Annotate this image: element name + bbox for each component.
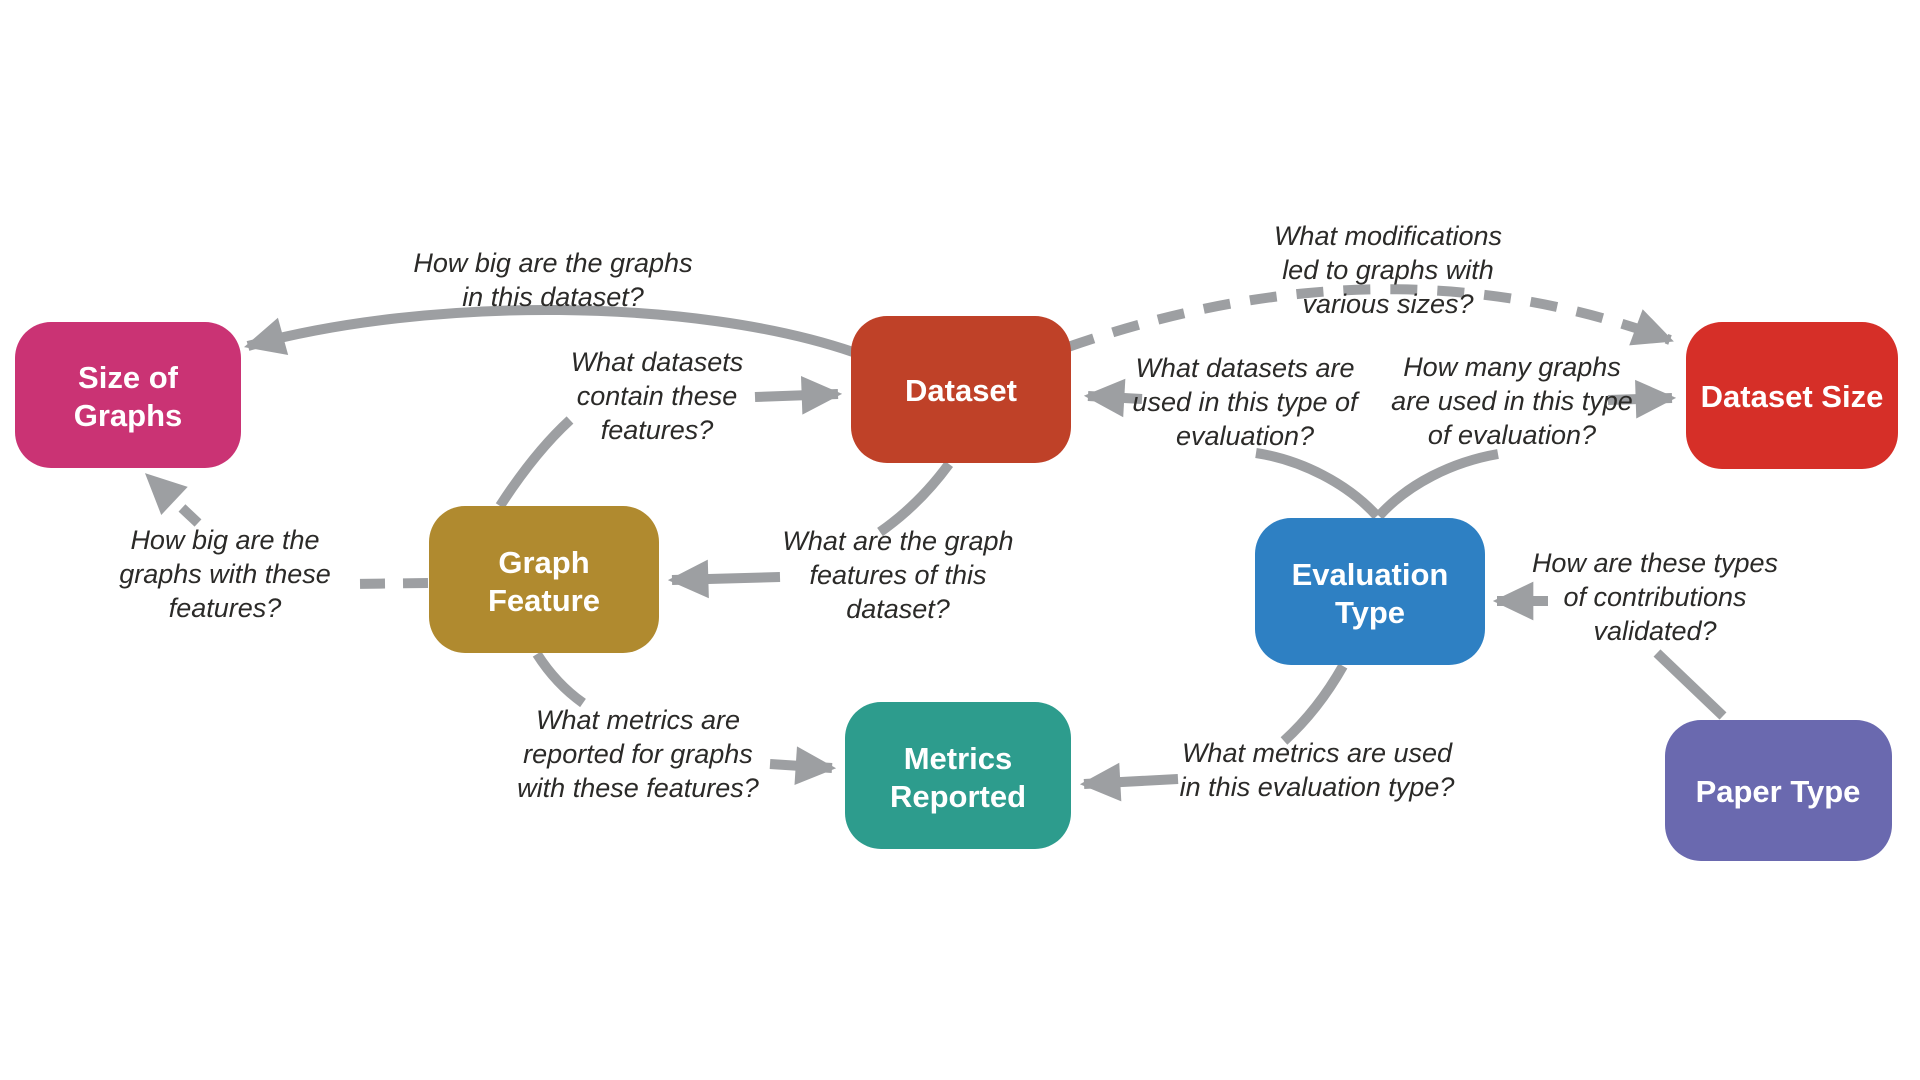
edge-label-dataset-to-graph-feature: What are the graph features of this data… bbox=[782, 526, 1013, 624]
node-label-line: Size of bbox=[78, 360, 179, 395]
node-dataset-box bbox=[851, 316, 1071, 463]
edge-label-line: reported for graphs bbox=[523, 739, 753, 769]
edge-label-line: used in this type of bbox=[1132, 387, 1360, 417]
edge-dataset-to-size-of-graphs bbox=[244, 304, 855, 357]
node-label-line: Dataset bbox=[905, 373, 1017, 408]
edge-label-line: features? bbox=[169, 593, 282, 623]
node-label-line: Feature bbox=[488, 583, 600, 618]
edge-label-line: of evaluation? bbox=[1428, 420, 1596, 450]
edge-graph-feature-to-metrics-reported-arrow bbox=[769, 746, 837, 785]
edge-evaluation-type-to-dataset-stub bbox=[1255, 448, 1381, 520]
edge-label-line: in this dataset? bbox=[462, 282, 644, 312]
edge-evaluation-type-to-metrics-reported-arrow bbox=[1079, 762, 1179, 802]
edge-label-line: How big are the graphs bbox=[413, 248, 692, 278]
edge-graph-feature-to-size-of-graphs-dashed-arrow bbox=[144, 472, 202, 527]
edge-graph-feature-to-dataset-stub bbox=[495, 416, 574, 509]
edge-label-line: features of this bbox=[809, 560, 986, 590]
edge-label-evaluation-type-to-dataset: What datasets are used in this type of e… bbox=[1132, 353, 1360, 451]
node-dataset-size-box bbox=[1686, 322, 1898, 469]
edge-graph-feature-to-size-of-graphs-dashed-stub bbox=[347, 578, 429, 589]
edge-label-line: How are these types bbox=[1532, 548, 1778, 578]
edge-label-graph-feature-to-dataset: What datasets contain these features? bbox=[571, 347, 744, 445]
edge-label-line: What are the graph bbox=[782, 526, 1013, 556]
edge-label-line: What modifications bbox=[1274, 221, 1502, 251]
node-evaluation-type: Evaluation Type bbox=[1255, 518, 1485, 665]
edge-label-line: in this evaluation type? bbox=[1180, 772, 1455, 802]
edge-paper-type-to-evaluation-type-stub bbox=[1653, 649, 1727, 720]
edge-evaluation-type-to-metrics-reported-stub bbox=[1280, 663, 1348, 745]
node-paper-type: Paper Type bbox=[1665, 720, 1892, 861]
edge-label-line: dataset? bbox=[846, 594, 950, 624]
node-label-line: Graphs bbox=[74, 398, 183, 433]
edge-label-line: What datasets are bbox=[1135, 353, 1354, 383]
node-size-of-graphs: Size of Graphs bbox=[15, 322, 241, 468]
edge-label-line: What metrics are used bbox=[1182, 738, 1453, 768]
node-label-line: Evaluation bbox=[1292, 557, 1449, 592]
edge-layer bbox=[144, 284, 1727, 802]
node-evaluation-type-box bbox=[1255, 518, 1485, 665]
node-label-line: Reported bbox=[890, 779, 1026, 814]
edge-label-line: with these features? bbox=[517, 773, 759, 803]
edge-label-line: How big are the bbox=[130, 525, 319, 555]
edge-label-line: are used in this type bbox=[1391, 386, 1633, 416]
edge-label-line: various sizes? bbox=[1302, 289, 1473, 319]
edge-label-graph-feature-to-metrics-reported: What metrics are reported for graphs wit… bbox=[517, 705, 759, 803]
edge-label-evaluation-type-to-metrics-reported: What metrics are used in this evaluation… bbox=[1180, 738, 1455, 802]
node-label-line: Dataset Size bbox=[1701, 379, 1884, 414]
edge-label-line: of contributions bbox=[1563, 582, 1746, 612]
edge-graph-feature-to-metrics-reported-stub bbox=[532, 651, 586, 708]
node-label-line: Metrics bbox=[904, 741, 1013, 776]
edge-dataset-to-graph-feature-stub bbox=[877, 461, 954, 537]
edge-label-evaluation-type-to-dataset-size: How many graphs are used in this type of… bbox=[1391, 352, 1633, 450]
node-layer: Size of Graphs Dataset Dataset Size Grap… bbox=[15, 316, 1898, 861]
edge-dataset-to-dataset-size-dashed bbox=[1066, 284, 1674, 352]
edge-label-line: features? bbox=[601, 415, 714, 445]
edge-label-line: graphs with these bbox=[119, 559, 331, 589]
edge-label-line: What metrics are bbox=[536, 705, 740, 735]
edge-label-dataset-to-dataset-size: What modifications led to graphs with va… bbox=[1274, 221, 1502, 319]
edge-evaluation-type-to-dataset-size-stub bbox=[1375, 449, 1499, 520]
node-metrics-reported: Metrics Reported bbox=[845, 702, 1071, 849]
edge-label-line: led to graphs with bbox=[1282, 255, 1494, 285]
node-paper-type-box bbox=[1665, 720, 1892, 861]
edge-label-line: How many graphs bbox=[1403, 352, 1621, 382]
edge-dataset-to-graph-feature-arrow bbox=[667, 559, 781, 599]
edge-label-graph-feature-to-size-of-graphs: How big are the graphs with these featur… bbox=[119, 525, 331, 623]
node-dataset-size: Dataset Size bbox=[1686, 322, 1898, 469]
edge-label-line: evaluation? bbox=[1176, 421, 1314, 451]
edge-label-line: What datasets bbox=[571, 347, 744, 377]
edge-label-layer: How big are the graphs in this dataset? … bbox=[119, 221, 1778, 803]
edge-label-dataset-to-size-of-graphs: How big are the graphs in this dataset? bbox=[413, 248, 692, 312]
node-label-line: Type bbox=[1335, 595, 1405, 630]
edge-evaluation-type-to-dataset-arrow bbox=[1083, 378, 1143, 418]
node-graph-feature: Graph Feature bbox=[429, 506, 659, 653]
node-metrics-reported-box bbox=[845, 702, 1071, 849]
node-label-line: Graph bbox=[498, 545, 589, 580]
node-label-line: Paper Type bbox=[1696, 774, 1861, 809]
node-size-of-graphs-box bbox=[15, 322, 241, 468]
edge-graph-feature-to-dataset-arrow bbox=[754, 376, 843, 415]
edge-label-paper-type-to-evaluation-type: How are these types of contributions val… bbox=[1532, 548, 1778, 646]
node-dataset: Dataset bbox=[851, 316, 1071, 463]
edge-label-line: contain these bbox=[577, 381, 738, 411]
edge-evaluation-type-to-dataset-size-arrow bbox=[1607, 379, 1677, 419]
edge-label-line: validated? bbox=[1593, 616, 1716, 646]
node-graph-feature-box bbox=[429, 506, 659, 653]
